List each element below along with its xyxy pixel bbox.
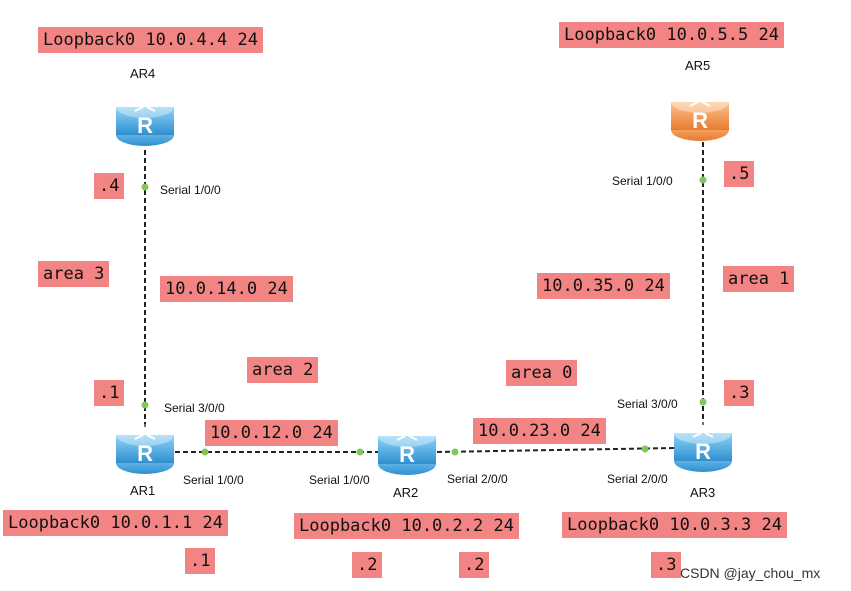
octet-label-ar3-serial: .3 [724, 380, 755, 406]
watermark: CSDN @jay_chou_mx [680, 565, 821, 581]
router-name-ar5: AR5 [685, 58, 711, 73]
loopback-label-ar3: Loopback0 10.0.3.3 24 [562, 512, 787, 538]
network-label-ar1-ar2: 10.0.12.0 24 [205, 420, 338, 446]
port-dot-ar2-s100 [356, 448, 364, 456]
port-dot-ar2-s200 [451, 448, 459, 456]
router-icon-ar4[interactable] [115, 95, 175, 147]
router-name-ar3: AR3 [690, 485, 716, 500]
interface-label-ar3-s300: Serial 3/0/0 [617, 397, 678, 411]
loopback-label-ar2: Loopback0 10.0.2.2 24 [294, 513, 519, 539]
loopback-label-ar1: Loopback0 10.0.1.1 24 [3, 510, 228, 536]
router-icon-ar5[interactable] [670, 90, 730, 142]
interface-label-ar3-s200: Serial 2/0/0 [607, 472, 668, 486]
interface-label-ar2-s200: Serial 2/0/0 [447, 472, 508, 486]
loopback-label-ar4: Loopback0 10.0.4.4 24 [38, 27, 263, 53]
network-label-ar1-ar4: 10.0.14.0 24 [160, 276, 293, 302]
network-label-ar3-ar5: 10.0.35.0 24 [537, 273, 670, 299]
port-dot-ar3-s200 [641, 445, 649, 453]
octet-label-ar2-loop-left: .2 [352, 552, 383, 578]
router-icon-ar2[interactable] [377, 424, 437, 476]
interface-label-ar1-s300: Serial 3/0/0 [164, 401, 225, 415]
router-icon-ar1[interactable] [115, 423, 175, 475]
octet-label-ar2-loop-right: .2 [459, 552, 490, 578]
port-dot-ar1-s300 [141, 401, 149, 409]
port-dot-ar3-s300 [699, 398, 707, 406]
interface-label-ar4-s100: Serial 1/0/0 [160, 183, 221, 197]
loopback-label-ar5: Loopback0 10.0.5.5 24 [559, 22, 784, 48]
octet-label-ar3-loop: .3 [651, 552, 682, 578]
router-icon-ar3[interactable] [673, 421, 733, 473]
router-name-ar2: AR2 [393, 485, 419, 500]
interface-label-ar1-s100: Serial 1/0/0 [183, 473, 244, 487]
port-dot-ar5-s100 [699, 176, 707, 184]
link-ar2-ar3 [436, 447, 676, 453]
octet-label-ar1-loop: .1 [185, 548, 216, 574]
port-dot-ar4-s100 [141, 183, 149, 191]
port-dot-ar1-s100 [201, 448, 209, 456]
area-label-0: area 0 [506, 360, 578, 386]
area-label-3: area 3 [38, 261, 110, 287]
router-name-ar4: AR4 [130, 66, 156, 81]
area-label-2: area 2 [247, 357, 319, 383]
octet-label-ar4-serial: .4 [94, 173, 125, 199]
octet-label-ar1-serial: .1 [94, 380, 125, 406]
links [144, 142, 704, 453]
port-dots [141, 176, 707, 456]
octet-label-ar5-serial: .5 [724, 161, 755, 187]
router-name-ar1: AR1 [130, 483, 156, 498]
interface-label-ar2-s100: Serial 1/0/0 [309, 473, 370, 487]
interface-label-ar5-s100: Serial 1/0/0 [612, 174, 673, 188]
network-label-ar2-ar3: 10.0.23.0 24 [473, 418, 606, 444]
area-label-1: area 1 [723, 266, 795, 292]
